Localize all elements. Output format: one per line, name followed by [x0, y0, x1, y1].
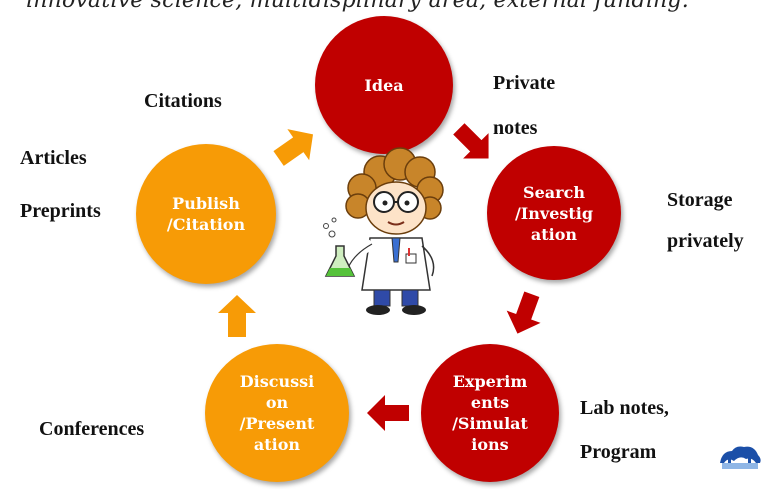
citations-label: Citations	[144, 90, 222, 112]
discussion-label-line-2: on	[265, 393, 289, 412]
search-node: Search /Investig ation	[487, 146, 621, 280]
experiments-node: Experim ents /Simulat ions	[421, 344, 559, 482]
arrow-search-to-experiments	[506, 291, 541, 334]
private-notes-label-1: Private	[493, 72, 556, 94]
experiments-label-line-1: Experim	[452, 372, 528, 391]
page-subtitle: innovative science, multidisplinary area…	[26, 0, 689, 13]
cloud-logo-icon	[720, 446, 761, 469]
search-label-line-2: /Investig	[514, 203, 594, 223]
storage-label-2: privately	[667, 230, 744, 252]
publish-node: Publish /Citation	[136, 144, 276, 284]
idea-node: Idea	[315, 16, 453, 154]
experiments-label-line-2: ents	[470, 393, 510, 412]
scientist-icon	[323, 147, 444, 315]
publish-label-line-2: /Citation	[166, 215, 246, 234]
experiments-label-line-3: /Simulat	[452, 414, 528, 433]
arrow-discussion-to-publish	[218, 295, 256, 337]
program-label: Program	[580, 441, 657, 463]
idea-label-line-1: Idea	[364, 75, 404, 95]
search-label-line-3: ation	[530, 224, 578, 244]
discussion-node: Discussi on /Present ation	[205, 344, 349, 482]
publish-label-line-1: Publish	[172, 194, 240, 213]
arrow-idea-to-search	[453, 123, 489, 159]
conferences-label: Conferences	[39, 418, 145, 440]
storage-label-1: Storage	[667, 189, 733, 211]
lab-notes-label: Lab notes,	[580, 397, 669, 419]
arrow-publish-to-idea	[273, 129, 314, 166]
preprints-label: Preprints	[20, 200, 101, 222]
discussion-label-line-4: ation	[253, 435, 301, 454]
arrow-experiments-to-discussion	[367, 395, 409, 431]
private-notes-label-2: notes	[493, 117, 538, 139]
articles-label: Articles	[20, 147, 87, 169]
search-label-line-1: Search	[523, 182, 585, 202]
discussion-label-line-1: Discussi	[239, 372, 315, 391]
experiments-label-line-4: ions	[471, 435, 509, 454]
discussion-label-line-3: /Present	[239, 414, 315, 433]
